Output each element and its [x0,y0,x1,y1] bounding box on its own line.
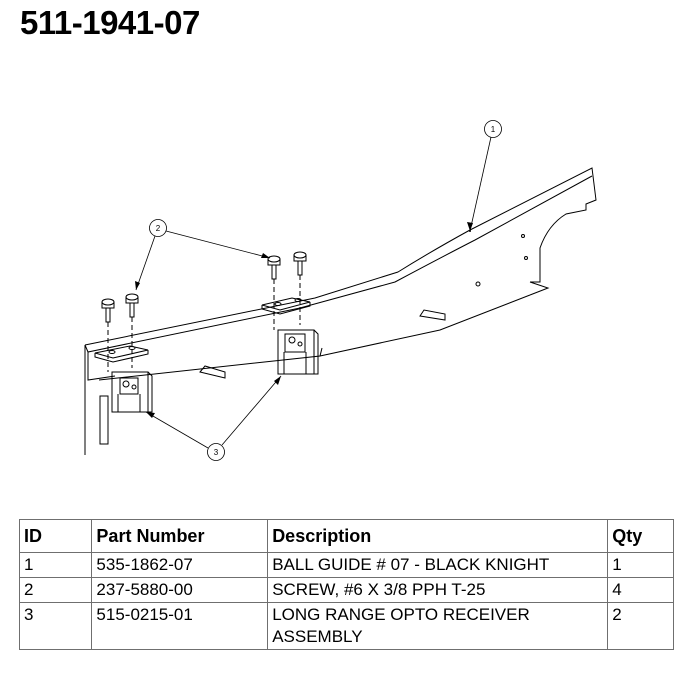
column-header-id: ID [18,519,93,553]
table-header-row: ID Part Number Description Qty [18,519,674,553]
ball-guide-rail [84,167,597,455]
cell-id: 3 [18,602,93,650]
table-row: 1 535-1862-07 BALL GUIDE # 07 - BLACK KN… [18,552,674,578]
table-row: 2 237-5880-00 SCREW, #6 X 3/8 PPH T-25 4 [18,577,674,603]
opto-receiver-right [277,329,319,375]
callout-2: 2 [135,219,271,291]
screw-icon [293,251,307,276]
cell-id: 1 [18,552,93,578]
screw-axis-lines [107,275,301,372]
cell-description: LONG RANGE OPTO RECEIVER ASSEMBLY [267,602,609,650]
callout-label: 3 [214,448,219,457]
screw-icon [125,293,139,318]
table-row: 3 515-0215-01 LONG RANGE OPTO RECEIVER A… [18,602,674,650]
screw-icon [101,298,115,323]
screw-icon [267,255,281,280]
cell-qty: 2 [607,602,674,650]
cell-id: 2 [18,577,93,603]
screw-bracket-left [94,345,149,363]
cell-qty: 4 [607,577,674,603]
exploded-assembly-diagram: 1 2 3 [84,120,597,461]
screw-bracket-right [261,297,311,315]
cell-part-number: 515-0215-01 [91,602,269,650]
column-header-part-number: Part Number [91,519,269,553]
column-header-description: Description [267,519,609,553]
callout-label: 2 [156,224,161,233]
cell-qty: 1 [607,552,674,578]
cell-description: SCREW, #6 X 3/8 PPH T-25 [267,577,609,603]
cell-description: BALL GUIDE # 07 - BLACK KNIGHT [267,552,609,578]
cell-part-number: 535-1862-07 [91,552,269,578]
cell-part-number: 237-5880-00 [91,577,269,603]
callout-1: 1 [467,120,502,232]
opto-receiver-left [99,371,153,445]
parts-table: ID Part Number Description Qty 1 535-186… [18,519,674,650]
callout-3: 3 [145,375,282,461]
page-title: 511-1941-07 [20,4,200,41]
callout-label: 1 [491,125,496,134]
column-header-qty: Qty [607,519,674,553]
